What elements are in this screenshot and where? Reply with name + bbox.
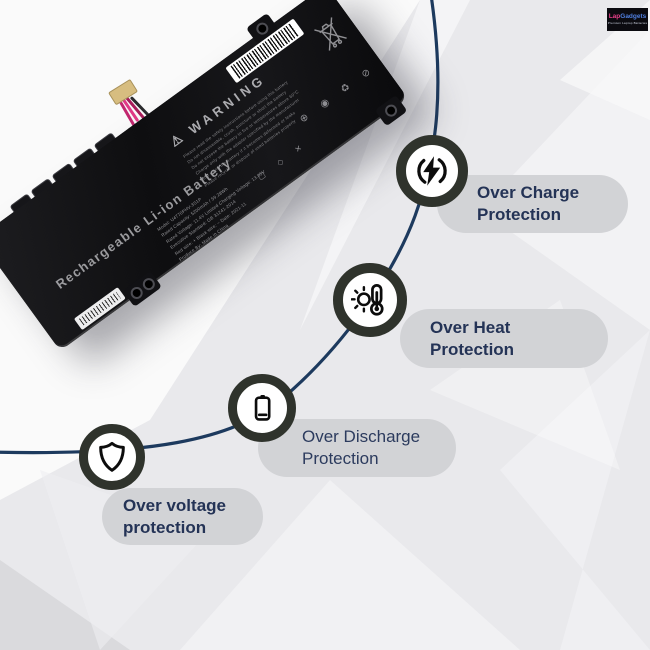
callout-label-line1: Over Discharge <box>302 427 421 447</box>
brand-logo: LapGadgets Premium Laptop Batteries <box>607 8 648 31</box>
callout-label-line2: protection <box>123 517 207 537</box>
battery-low-icon <box>246 392 278 424</box>
brand-tagline: Premium Laptop Batteries <box>607 20 648 25</box>
laptop-battery-photo: ⚠ WARNING Please read the safety instruc… <box>0 0 409 352</box>
brand-name-secondary: Gadgets <box>620 13 647 21</box>
callout-over-voltage-protection: Over voltage protection <box>102 488 263 545</box>
feature-badge-over-charge <box>396 135 468 207</box>
brand-name-primary: Lap <box>608 13 621 21</box>
callout-label-line2: Protection <box>302 449 379 468</box>
callout-label-line2: Protection <box>477 205 562 224</box>
screw-hole <box>253 20 271 38</box>
callout-label-line2: Protection <box>430 339 515 359</box>
callout-over-discharge-protection: Over Discharge Protection <box>258 419 456 477</box>
lightning-icon <box>415 154 449 188</box>
screw-hole <box>127 284 145 302</box>
callout-label-line1: Over voltage <box>123 495 226 515</box>
feature-badge-over-discharge <box>228 374 296 442</box>
callout-label-line1: Over Heat <box>430 317 511 337</box>
screw-hole <box>140 276 157 293</box>
callout-over-charge-protection: Over Charge Protection <box>437 175 628 233</box>
feature-badge-over-heat <box>333 263 407 337</box>
brand-name: LapGadgets <box>609 14 647 21</box>
feature-badge-over-voltage <box>79 424 145 490</box>
callout-over-heat-protection: Over Heat Protection <box>400 309 608 368</box>
crossed-out-bin-icon <box>309 12 355 60</box>
shield-icon <box>95 440 129 474</box>
thermometer-sun-icon <box>351 281 389 319</box>
callout-label-line1: Over Charge <box>477 183 580 203</box>
screw-hole <box>382 102 400 119</box>
